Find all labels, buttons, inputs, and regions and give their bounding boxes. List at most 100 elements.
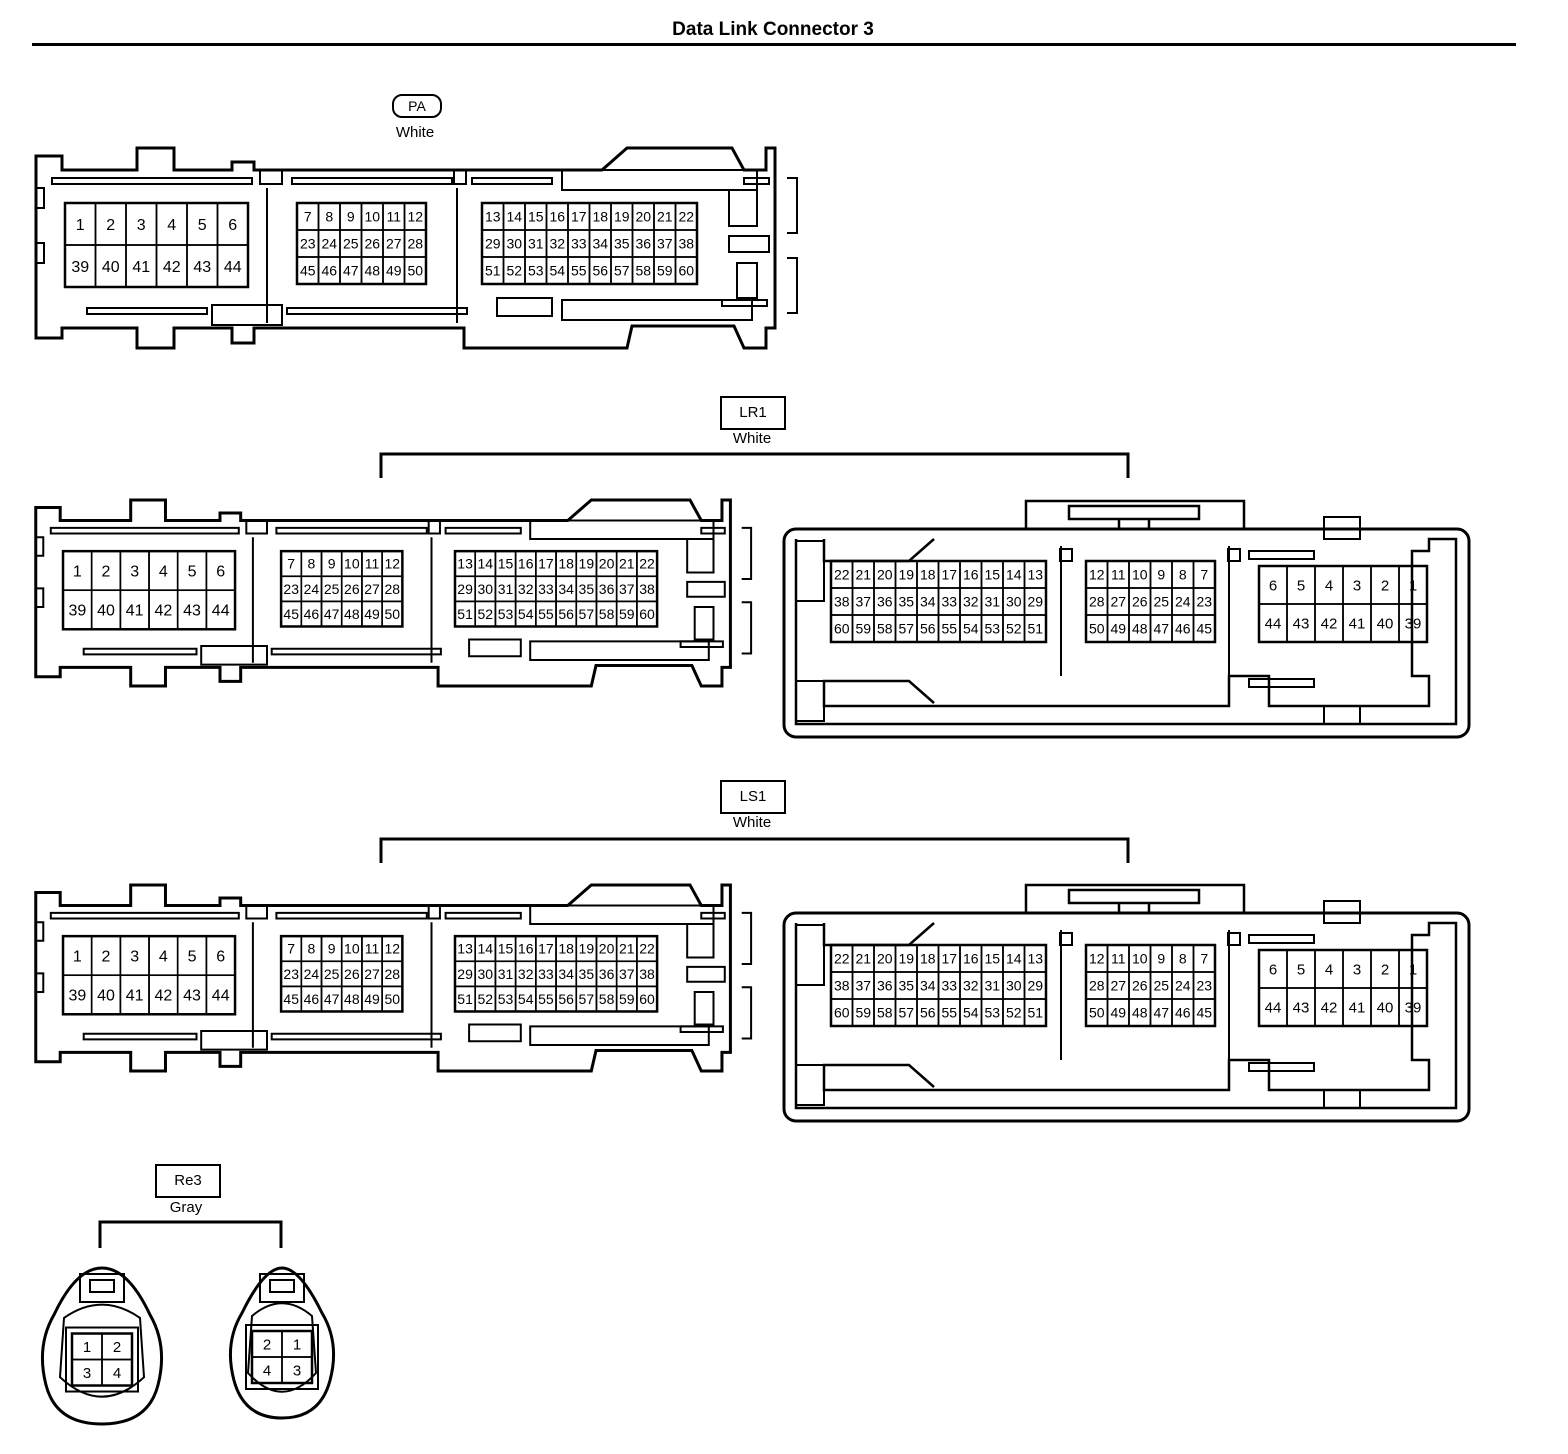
ls1-right-c-pin-57: 57	[898, 1005, 914, 1021]
ls1-right-b-pin-48: 48	[1132, 1005, 1148, 1021]
ls1-right-c-pin-33: 33	[941, 978, 957, 994]
ls1-right-b-pin-27: 27	[1110, 978, 1126, 994]
lr1-right-c-pin-29: 29	[1027, 594, 1043, 610]
ls1-left-c-pin-60: 60	[639, 991, 655, 1007]
lr1-left-a-pin-1: 1	[73, 563, 82, 580]
ls1-left-a-pin-39: 39	[68, 988, 86, 1005]
lr1-right-c-pin-57: 57	[898, 621, 914, 637]
pa-a-pin-39: 39	[71, 259, 89, 276]
lr1-left-c-pin-52: 52	[478, 606, 494, 622]
lr1-left-rib	[429, 520, 440, 533]
lr1-right-c-pin-16: 16	[963, 567, 979, 583]
lr1-right-c-pin-51: 51	[1027, 621, 1043, 637]
lr1-left-rib	[246, 520, 267, 533]
re3-right-latch-tab	[269, 1279, 295, 1293]
lr1-right-a-pin-43: 43	[1293, 615, 1310, 632]
ls1-bracket	[379, 837, 1130, 863]
pa-key	[729, 236, 769, 252]
lr1-left-c-pin-18: 18	[558, 556, 574, 572]
ls1-left-c-pin-33: 33	[538, 966, 554, 982]
lr1-right-c-pin-54: 54	[963, 621, 979, 637]
lr1-left-rib	[701, 528, 725, 534]
re3-bracket	[98, 1220, 283, 1248]
ls1-left-rib	[201, 1031, 267, 1050]
ls1-left-c-pin-18: 18	[558, 941, 574, 957]
pa-c-pin-21: 21	[657, 209, 673, 225]
lr1-right-c-pin-36: 36	[877, 594, 893, 610]
ls1-right-c-pin-22: 22	[834, 951, 850, 967]
pa-key	[729, 190, 757, 226]
pa-b-pin-26: 26	[364, 236, 380, 252]
ls1-right-key	[1248, 1062, 1315, 1072]
lr1-right-a-pin-2: 2	[1381, 577, 1389, 594]
re3-right-grid	[250, 1329, 314, 1385]
lr1-left-rib	[201, 646, 267, 665]
ls1-left-c-pin-59: 59	[619, 991, 635, 1007]
lr1-left-b-grid	[279, 549, 404, 628]
re3-left-pin-4: 4	[113, 1365, 121, 1382]
ls1-left-c-pin-13: 13	[457, 941, 473, 957]
ls1-left-c-pin-55: 55	[538, 991, 554, 1007]
lr1-left-c-pin-57: 57	[579, 606, 595, 622]
ls1-left-c-pin-19: 19	[579, 941, 595, 957]
ls1-right-rib	[795, 924, 825, 986]
ls1-left-b-pin-7: 7	[287, 941, 295, 957]
ls1-left-c-pin-38: 38	[639, 966, 655, 982]
lr1-left-c-pin-30: 30	[478, 581, 494, 597]
lr1-left-c-pin-59: 59	[619, 606, 635, 622]
ls1-left-c-pin-52: 52	[478, 991, 494, 1007]
lr1-right-b-pin-23: 23	[1196, 594, 1212, 610]
ls1-left-key	[687, 924, 713, 957]
ls1-right-c-pin-16: 16	[963, 951, 979, 967]
ls1-left-rib	[51, 913, 239, 919]
ls1-right-a-pin-2: 2	[1381, 961, 1389, 978]
lr1-left-c-pin-21: 21	[619, 556, 635, 572]
ls1-left-a-pin-3: 3	[130, 948, 139, 965]
ls1-left-c-grid	[453, 934, 659, 1013]
lr1-right-a-pin-44: 44	[1265, 615, 1282, 632]
ls1-left-a-pin-44: 44	[212, 988, 230, 1005]
lr1-right-c-pin-31: 31	[984, 594, 1000, 610]
ls1-right-c-pin-18: 18	[920, 951, 936, 967]
pa-b-pin-47: 47	[343, 263, 359, 279]
lr1-left-c-pin-33: 33	[538, 581, 554, 597]
lr1-left-c-pin-51: 51	[457, 606, 473, 622]
lr1-left-c-pin-35: 35	[579, 581, 595, 597]
ls1-right-b-pin-47: 47	[1153, 1005, 1169, 1021]
lr1-left-housing	[36, 500, 731, 686]
lr1-left-c-pin-60: 60	[639, 606, 655, 622]
lr1-right-c-pin-53: 53	[984, 621, 1000, 637]
lr1-bracket	[379, 452, 1130, 478]
ls1-right-a-pin-40: 40	[1377, 999, 1394, 1016]
ls1-left-key	[695, 992, 714, 1025]
ls1-left-b-pin-10: 10	[344, 941, 360, 957]
lr1-right-c-pin-60: 60	[834, 621, 850, 637]
pa-rib	[562, 300, 752, 320]
ls1-left-dividers	[253, 922, 432, 1048]
lr1-left-c-pin-53: 53	[498, 606, 514, 622]
pa-c-pin-55: 55	[571, 263, 587, 279]
ls1-left-c-pin-21: 21	[619, 941, 635, 957]
lr1-right-top-latch	[1024, 499, 1246, 531]
lr1-left-dividers	[253, 537, 432, 663]
lr1-right-a-pin-39: 39	[1405, 615, 1422, 632]
pa-c-pin-60: 60	[678, 263, 694, 279]
ls1-left-c-pin-34: 34	[558, 966, 574, 982]
ls1-right-b-pin-9: 9	[1157, 951, 1165, 967]
ls1-right-b-pin-28: 28	[1089, 978, 1105, 994]
lr1-right-a-pin-4: 4	[1325, 577, 1333, 594]
ls1-left-b-pin-27: 27	[364, 966, 380, 982]
pa-rib	[454, 170, 466, 184]
lr1-right-c-pin-17: 17	[941, 567, 957, 583]
ls1-right-c-pin-58: 58	[877, 1005, 893, 1021]
re3-right-pin-4: 4	[263, 1362, 271, 1379]
lr1-left-c-pin-13: 13	[457, 556, 473, 572]
lr1-right-c-pin-19: 19	[898, 567, 914, 583]
ls1-left-rib	[446, 913, 521, 919]
ls1-right-c-pin-32: 32	[963, 978, 979, 994]
ls1-right-key	[1323, 1089, 1361, 1109]
ls1-left-b-pin-47: 47	[324, 991, 340, 1007]
ls1-left-c-pin-35: 35	[579, 966, 595, 982]
pa-a-pin-44: 44	[224, 259, 242, 276]
